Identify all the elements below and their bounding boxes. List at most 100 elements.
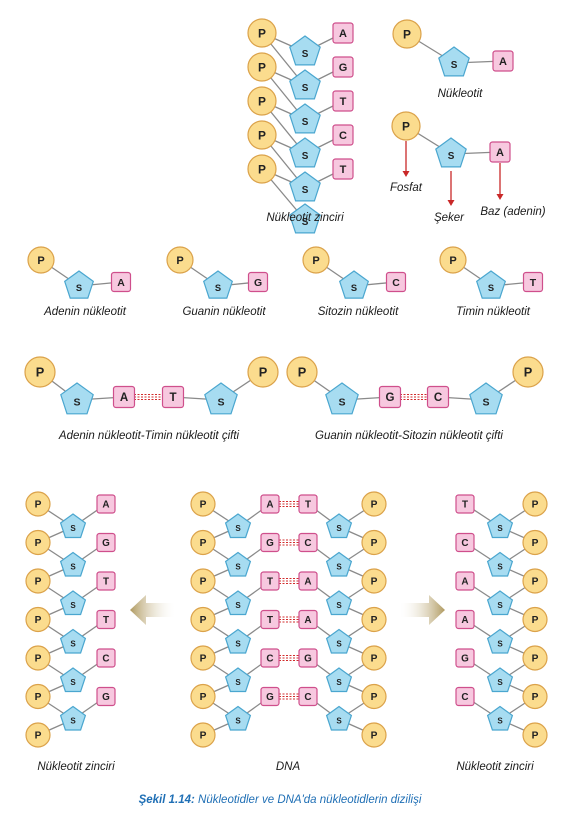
- sugar-node: S: [59, 551, 87, 577]
- sugar-pentagon: [60, 382, 94, 415]
- phosphate-letter: P: [524, 365, 533, 380]
- arrow-shape: [130, 595, 175, 625]
- phosphate-letter: P: [200, 692, 207, 703]
- label-arrow: [496, 163, 504, 200]
- phosphate-letter: P: [36, 365, 45, 380]
- sugar-letter: S: [351, 283, 357, 293]
- phosphate-letter: P: [176, 255, 183, 267]
- sugar-pentagon: [486, 667, 514, 693]
- base-letter: C: [461, 692, 468, 703]
- sugar-pentagon: [59, 551, 87, 577]
- phosphate-letter: P: [532, 654, 539, 665]
- base-letter: G: [266, 538, 274, 549]
- phosphate-letter: P: [371, 654, 378, 665]
- base-letter: A: [461, 577, 468, 588]
- phosphate-letter: P: [200, 731, 207, 742]
- base-square: [385, 271, 407, 293]
- base-node: G: [298, 648, 318, 668]
- phosphate-letter: P: [35, 538, 42, 549]
- base-node: T: [161, 385, 185, 409]
- sugar-pentagon: [486, 705, 514, 731]
- base-letter: T: [462, 500, 468, 511]
- base-letter: T: [169, 392, 176, 404]
- sugar-pentagon: [325, 382, 359, 415]
- sugar-node: S: [289, 103, 321, 134]
- phosphate-letter: P: [371, 731, 378, 742]
- sugar-letter: S: [302, 185, 309, 196]
- sugar-node: S: [486, 513, 514, 539]
- base-node: T: [455, 494, 475, 514]
- phosphate-letter: P: [35, 692, 42, 703]
- phosphate-circle: [392, 19, 422, 49]
- sugar-letter: S: [336, 524, 342, 533]
- sugar-letter: S: [497, 640, 503, 649]
- phosphate-letter: P: [259, 365, 268, 380]
- guanine-nucleotide-label: Guanin nükleotit: [182, 306, 266, 318]
- base-square: [455, 494, 475, 514]
- phosphate-node: P: [24, 356, 56, 388]
- base-letter: G: [461, 654, 469, 665]
- phosphate-circle: [391, 111, 421, 141]
- sugar-letter: S: [235, 524, 241, 533]
- sugar-pentagon: [59, 667, 87, 693]
- base-square: [489, 141, 511, 163]
- base-letter: A: [120, 392, 129, 404]
- sugar-letter: S: [302, 151, 309, 162]
- phosphate-circle: [27, 246, 55, 274]
- single-nucleotide-label: Nükleotit: [438, 88, 484, 100]
- phosphate-letter: P: [371, 577, 378, 588]
- sugar-node: S: [325, 705, 353, 731]
- phosphate-node: P: [27, 246, 55, 274]
- sugar-node: S: [486, 590, 514, 616]
- phosphate-node: P: [190, 722, 216, 748]
- label-arrow: [447, 171, 455, 206]
- phosphate-circle: [361, 491, 387, 517]
- sugar-node: S: [325, 551, 353, 577]
- phosphate-circle: [361, 683, 387, 710]
- sugar-node: S: [224, 513, 252, 539]
- phosphate-letter: P: [200, 615, 207, 626]
- sugar-node: S: [204, 382, 238, 415]
- phosphate-circle: [522, 683, 548, 710]
- base-letter: G: [339, 62, 348, 74]
- base-letter: T: [267, 577, 273, 588]
- sugar-node: S: [224, 590, 252, 616]
- phosphate-circle: [361, 722, 387, 748]
- base-node: G: [455, 648, 475, 668]
- sugar-node: S: [289, 137, 321, 168]
- sugar-node: S: [325, 590, 353, 616]
- sugar-letter: S: [448, 151, 455, 162]
- phosphate-node: P: [361, 606, 387, 633]
- phosphate-letter: P: [258, 60, 266, 74]
- base-node: A: [455, 609, 475, 630]
- base-letter: A: [496, 147, 504, 159]
- phosphate-node: P: [522, 722, 548, 748]
- phosphate-node: P: [302, 246, 330, 274]
- base-square: [247, 271, 269, 293]
- sugar-node: S: [289, 203, 321, 234]
- sugar-letter: S: [70, 678, 76, 687]
- sugar-pentagon: [224, 705, 252, 731]
- base-letter: C: [392, 278, 400, 289]
- phosphate-node: P: [391, 111, 421, 141]
- base-node: A: [298, 571, 318, 591]
- sugar-pentagon: [59, 590, 87, 616]
- sugar-node: S: [59, 513, 87, 539]
- phosphate-circle: [302, 246, 330, 274]
- sugar-letter: S: [70, 640, 76, 649]
- phosphate-node: P: [247, 18, 277, 48]
- sugar-letter: S: [497, 717, 503, 726]
- base-letter: G: [386, 392, 395, 404]
- phosphate-circle: [190, 722, 216, 748]
- sugar-node: S: [60, 382, 94, 415]
- base-square: [455, 648, 475, 668]
- base-letter: A: [304, 577, 311, 588]
- phosphate-circle: [361, 568, 387, 594]
- phosphate-node: P: [512, 356, 544, 388]
- base-letter: A: [102, 500, 109, 511]
- phosphate-letter: P: [37, 255, 44, 267]
- sugar-pentagon: [486, 513, 514, 539]
- phosphate-node: P: [247, 86, 277, 116]
- sugar-pentagon: [59, 628, 87, 654]
- base-node: C: [260, 648, 280, 668]
